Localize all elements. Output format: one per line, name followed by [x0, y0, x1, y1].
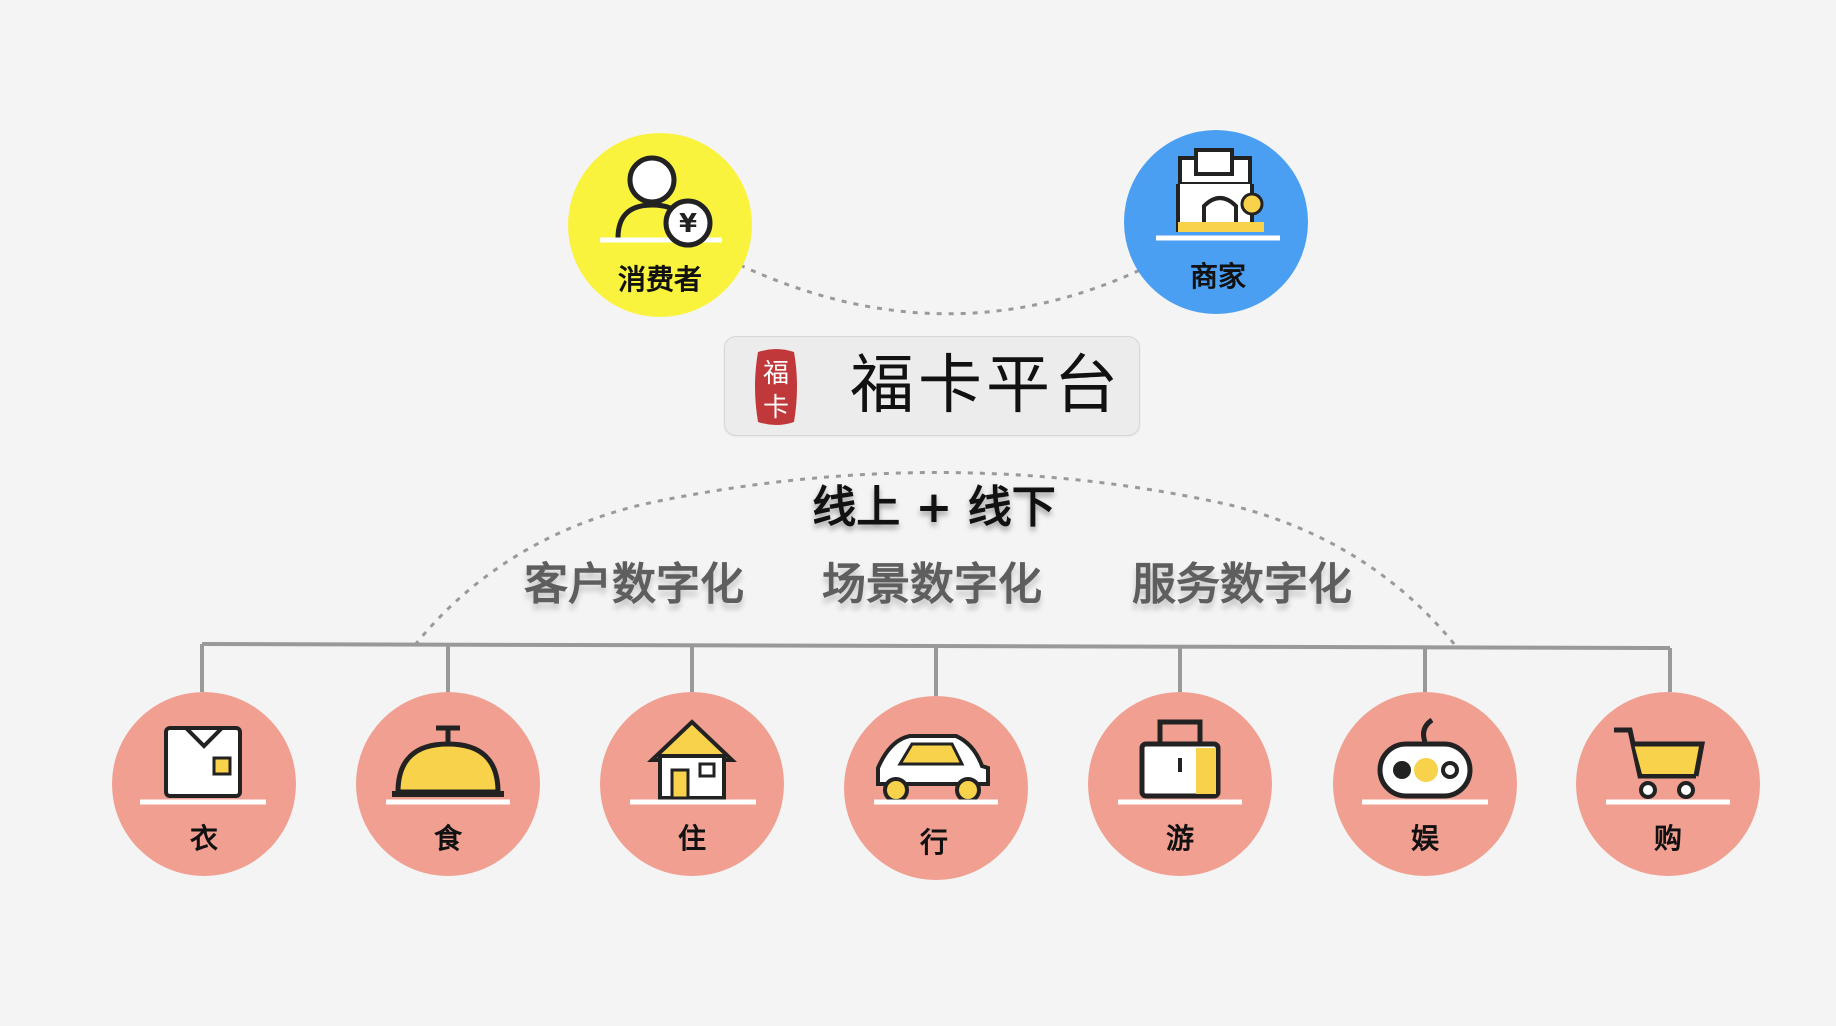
category-yi[interactable]	[112, 692, 296, 876]
category-gou[interactable]	[1576, 692, 1760, 876]
theme-scene: 场景数字化	[822, 559, 1042, 610]
category-label: 食	[433, 822, 463, 855]
category-label: 购	[1653, 822, 1683, 855]
category-connector-tree	[200, 642, 1672, 696]
consumer-node[interactable]: ¥	[568, 133, 752, 317]
category-label: 游	[1165, 822, 1195, 855]
category-you[interactable]	[1088, 692, 1272, 876]
svg-text:福: 福	[763, 359, 789, 389]
category-zhu[interactable]	[600, 692, 784, 876]
storefront-icon	[1156, 148, 1280, 241]
online-offline-tagline: 线上 + 线下	[812, 482, 1056, 533]
category-xing[interactable]	[844, 696, 1028, 880]
merchant-node[interactable]	[1124, 130, 1308, 314]
category-label: 住	[677, 822, 707, 855]
category-label: 衣	[189, 822, 219, 855]
category-label: 行	[919, 826, 949, 859]
theme-customer: 客户数字化	[524, 559, 744, 610]
merchant-label: 商家	[1189, 260, 1247, 293]
game-controller-icon	[1362, 717, 1488, 805]
house-icon	[630, 719, 756, 805]
suitcase-icon	[1118, 719, 1242, 805]
food-cloche-icon	[386, 725, 510, 805]
car-icon	[874, 734, 998, 805]
category-label: 娱	[1410, 822, 1440, 855]
svg-text:¥: ¥	[679, 209, 697, 239]
svg-text:卡: 卡	[763, 393, 789, 423]
category-yu[interactable]	[1333, 692, 1517, 876]
consumer-label: 消费者	[617, 263, 703, 296]
theme-service: 服务数字化	[1132, 559, 1352, 610]
category-shi[interactable]	[356, 692, 540, 876]
fuka-seal-logo: 福 卡	[755, 349, 797, 425]
shopping-cart-icon	[1606, 727, 1730, 805]
shirt-icon	[140, 726, 266, 805]
consumer-merchant-arc	[739, 263, 1141, 316]
platform-title: 福卡平台	[850, 349, 1122, 423]
consumer-yen-icon: ¥	[600, 155, 722, 248]
